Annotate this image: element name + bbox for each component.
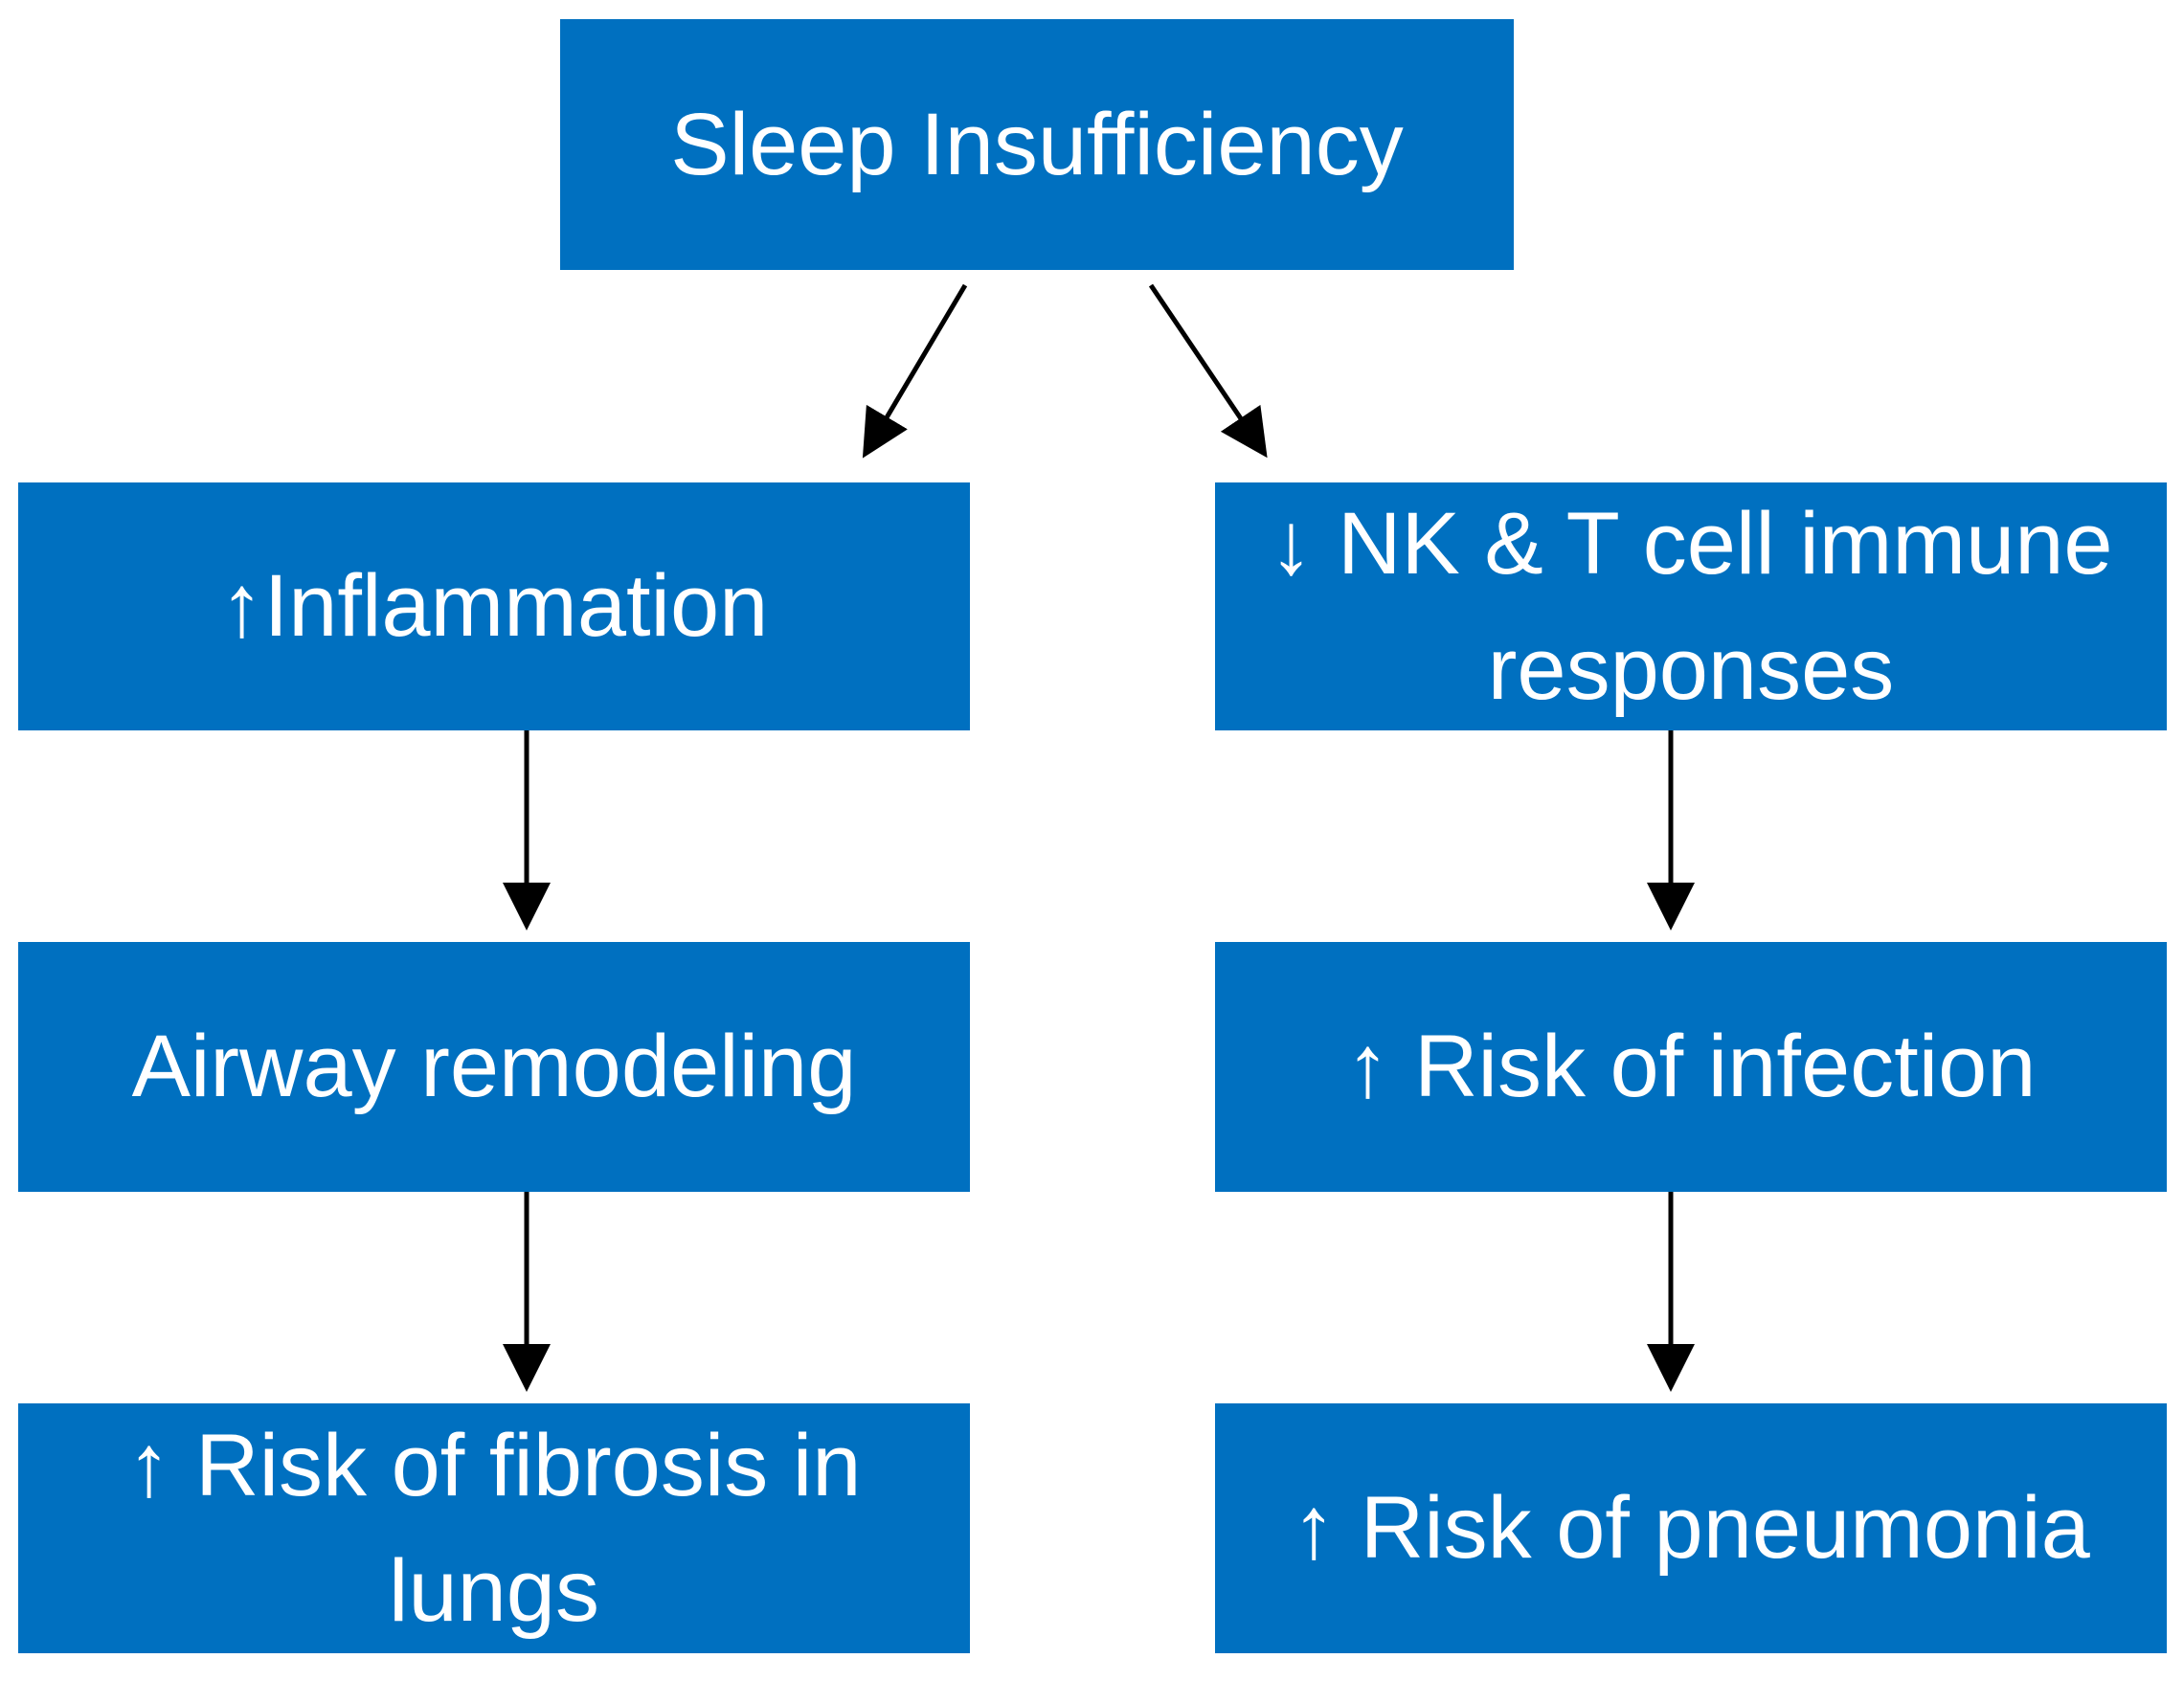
arrow-title-to-immune-responses xyxy=(1148,283,1268,459)
risk-of-infection-box: ↑ Risk of infection xyxy=(1215,942,2167,1192)
sleep-insufficiency-box: Sleep Insufficiency xyxy=(560,19,1514,270)
sleep-insufficiency-label: Sleep Insufficiency xyxy=(670,95,1404,193)
airway-remodeling-label: Airway remodeling xyxy=(131,1018,857,1116)
risk-of-pneumonia-box: ↑ Risk of pneumonia xyxy=(1215,1403,2167,1653)
risk-of-infection-label: ↑ Risk of infection xyxy=(1345,1018,2037,1116)
risk-of-pneumonia-label: ↑ Risk of pneumonia xyxy=(1292,1479,2090,1578)
inflammation-label: ↑Inflammation xyxy=(219,557,769,656)
airway-remodeling-box: Airway remodeling xyxy=(18,942,970,1192)
arrow-title-to-inflammation xyxy=(862,283,968,459)
risk-of-fibrosis-box: ↑ Risk of fibrosis in lungs xyxy=(18,1403,970,1653)
risk-of-fibrosis-label: ↑ Risk of fibrosis in lungs xyxy=(126,1416,862,1640)
immune-responses-label: ↓ NK & T cell immune responses xyxy=(1269,494,2113,718)
inflammation-box: ↑Inflammation xyxy=(18,482,970,730)
immune-responses-box: ↓ NK & T cell immune responses xyxy=(1215,482,2167,730)
